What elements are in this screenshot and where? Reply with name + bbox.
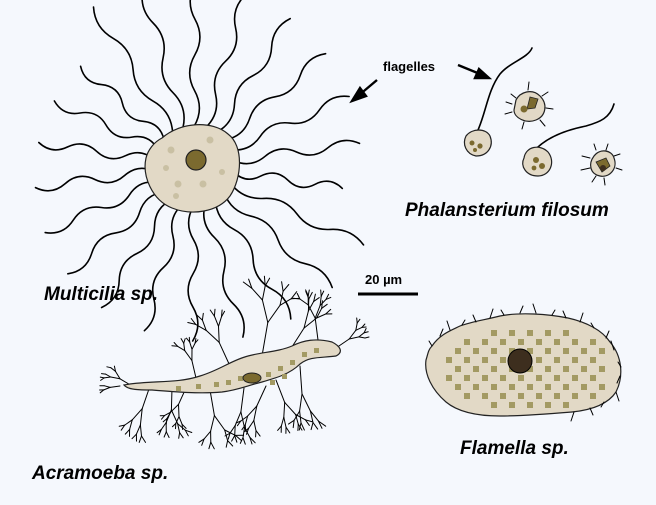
flamella-nucleus [508, 349, 532, 373]
flagellum [94, 7, 173, 132]
flagellum [216, 19, 290, 133]
scale-bar-label: 20 µm [365, 272, 402, 287]
flagellum [68, 192, 164, 274]
flagellum [54, 101, 157, 149]
flagellum [224, 54, 325, 140]
phalansterium-label: Phalansterium filosum [405, 200, 609, 222]
flagellum [234, 172, 343, 188]
flagellum [215, 200, 290, 319]
phalansterium-group [464, 48, 622, 185]
flagellum [206, 0, 246, 128]
multicilia-label: Multicilia sp. [44, 284, 158, 306]
multicilia-nucleus [186, 150, 206, 170]
flagella-label: flagelles [383, 59, 435, 74]
flagellum [190, 0, 200, 126]
multicilia-cell [145, 125, 239, 212]
flamella-cell [426, 304, 621, 421]
flamella-label: Flamella sp. [460, 438, 569, 460]
acramoeba-label: Acramoeba sp. [32, 463, 168, 485]
flagellum [230, 183, 363, 245]
flagellum [224, 192, 332, 287]
flagellum [81, 66, 164, 139]
flagellum [39, 143, 155, 161]
flagellum [144, 204, 182, 330]
flagellum [204, 205, 244, 338]
acramoeba-nucleus [243, 373, 261, 383]
